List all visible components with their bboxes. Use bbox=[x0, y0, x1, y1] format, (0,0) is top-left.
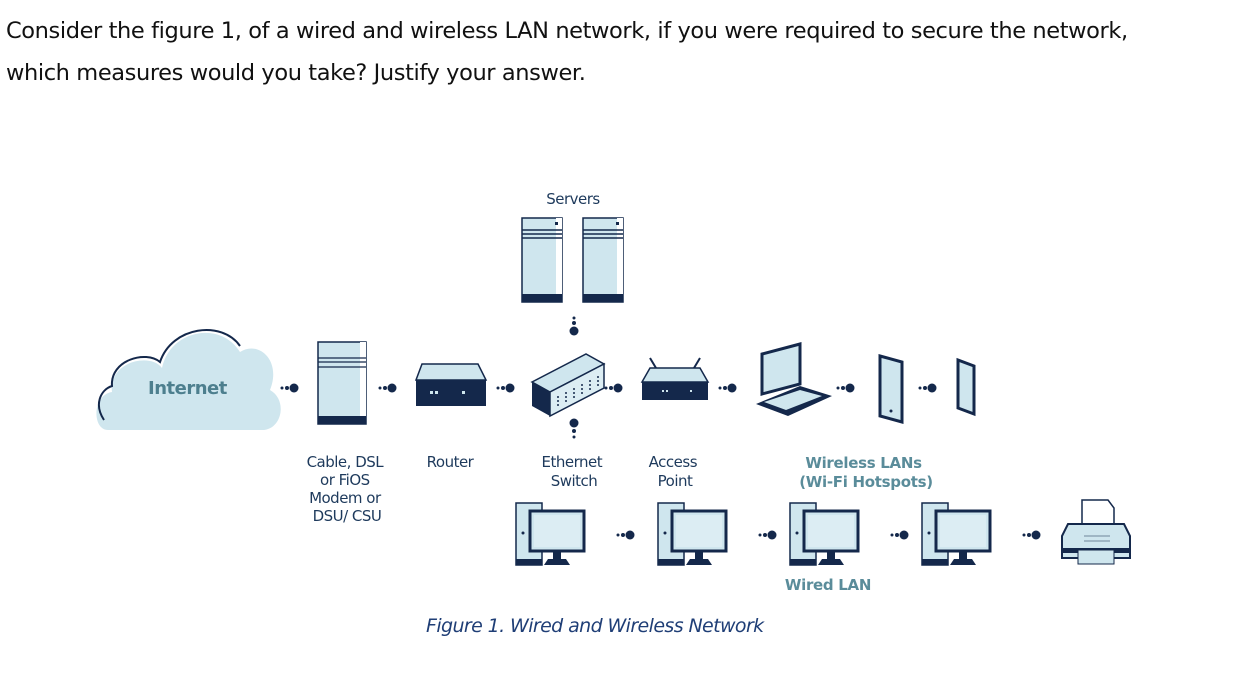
connector-icon bbox=[569, 316, 579, 336]
connector-icon bbox=[836, 383, 855, 393]
tablet-icon bbox=[878, 354, 904, 424]
printer-icon bbox=[1061, 499, 1131, 565]
connector-icon bbox=[758, 530, 777, 540]
desktop-computer-icon bbox=[920, 501, 992, 567]
desktop-computer-icon bbox=[656, 501, 728, 567]
router-label: Router bbox=[427, 453, 475, 471]
servers-label: Servers bbox=[546, 190, 600, 208]
connector-icon bbox=[569, 418, 579, 439]
ethernet-switch-icon bbox=[530, 353, 606, 418]
modem-icon bbox=[317, 341, 367, 425]
connector-icon bbox=[280, 383, 299, 393]
access-point-icon bbox=[640, 357, 710, 400]
wired-lan-label: Wired LAN bbox=[785, 576, 871, 594]
connector-icon bbox=[890, 530, 909, 540]
connector-icon bbox=[496, 383, 515, 393]
modem-label: Cable, DSL or FiOS Modem or DSU/ CSU bbox=[307, 453, 388, 525]
phone-icon bbox=[956, 357, 976, 417]
connector-icon bbox=[718, 383, 737, 393]
server-icon bbox=[582, 217, 624, 303]
figure-caption: Figure 1. Wired and Wireless Network bbox=[426, 615, 764, 637]
desktop-computer-icon bbox=[788, 501, 860, 567]
wireless-lans-label: Wireless LANs (Wi-Fi Hotspots) bbox=[799, 454, 933, 491]
question-line-1: Consider the figure 1, of a wired and wi… bbox=[6, 18, 1128, 44]
connector-icon bbox=[604, 383, 623, 393]
internet-label: Internet bbox=[148, 378, 228, 399]
connector-icon bbox=[1022, 530, 1041, 540]
router-icon bbox=[414, 363, 488, 406]
connector-icon bbox=[616, 530, 635, 540]
internet-cloud-icon: Internet bbox=[96, 329, 281, 430]
question-line-2: which measures would you take? Justify y… bbox=[6, 60, 586, 86]
connector-icon bbox=[918, 383, 937, 393]
question-text: Consider the figure 1, of a wired and wi… bbox=[6, 10, 1246, 94]
connector-icon bbox=[378, 383, 397, 393]
access-point-label: Access Point bbox=[649, 453, 702, 490]
desktop-computer-icon bbox=[514, 501, 586, 567]
server-icon bbox=[521, 217, 563, 303]
ethernet-switch-label: Ethernet Switch bbox=[542, 453, 607, 490]
laptop-icon bbox=[756, 342, 832, 416]
